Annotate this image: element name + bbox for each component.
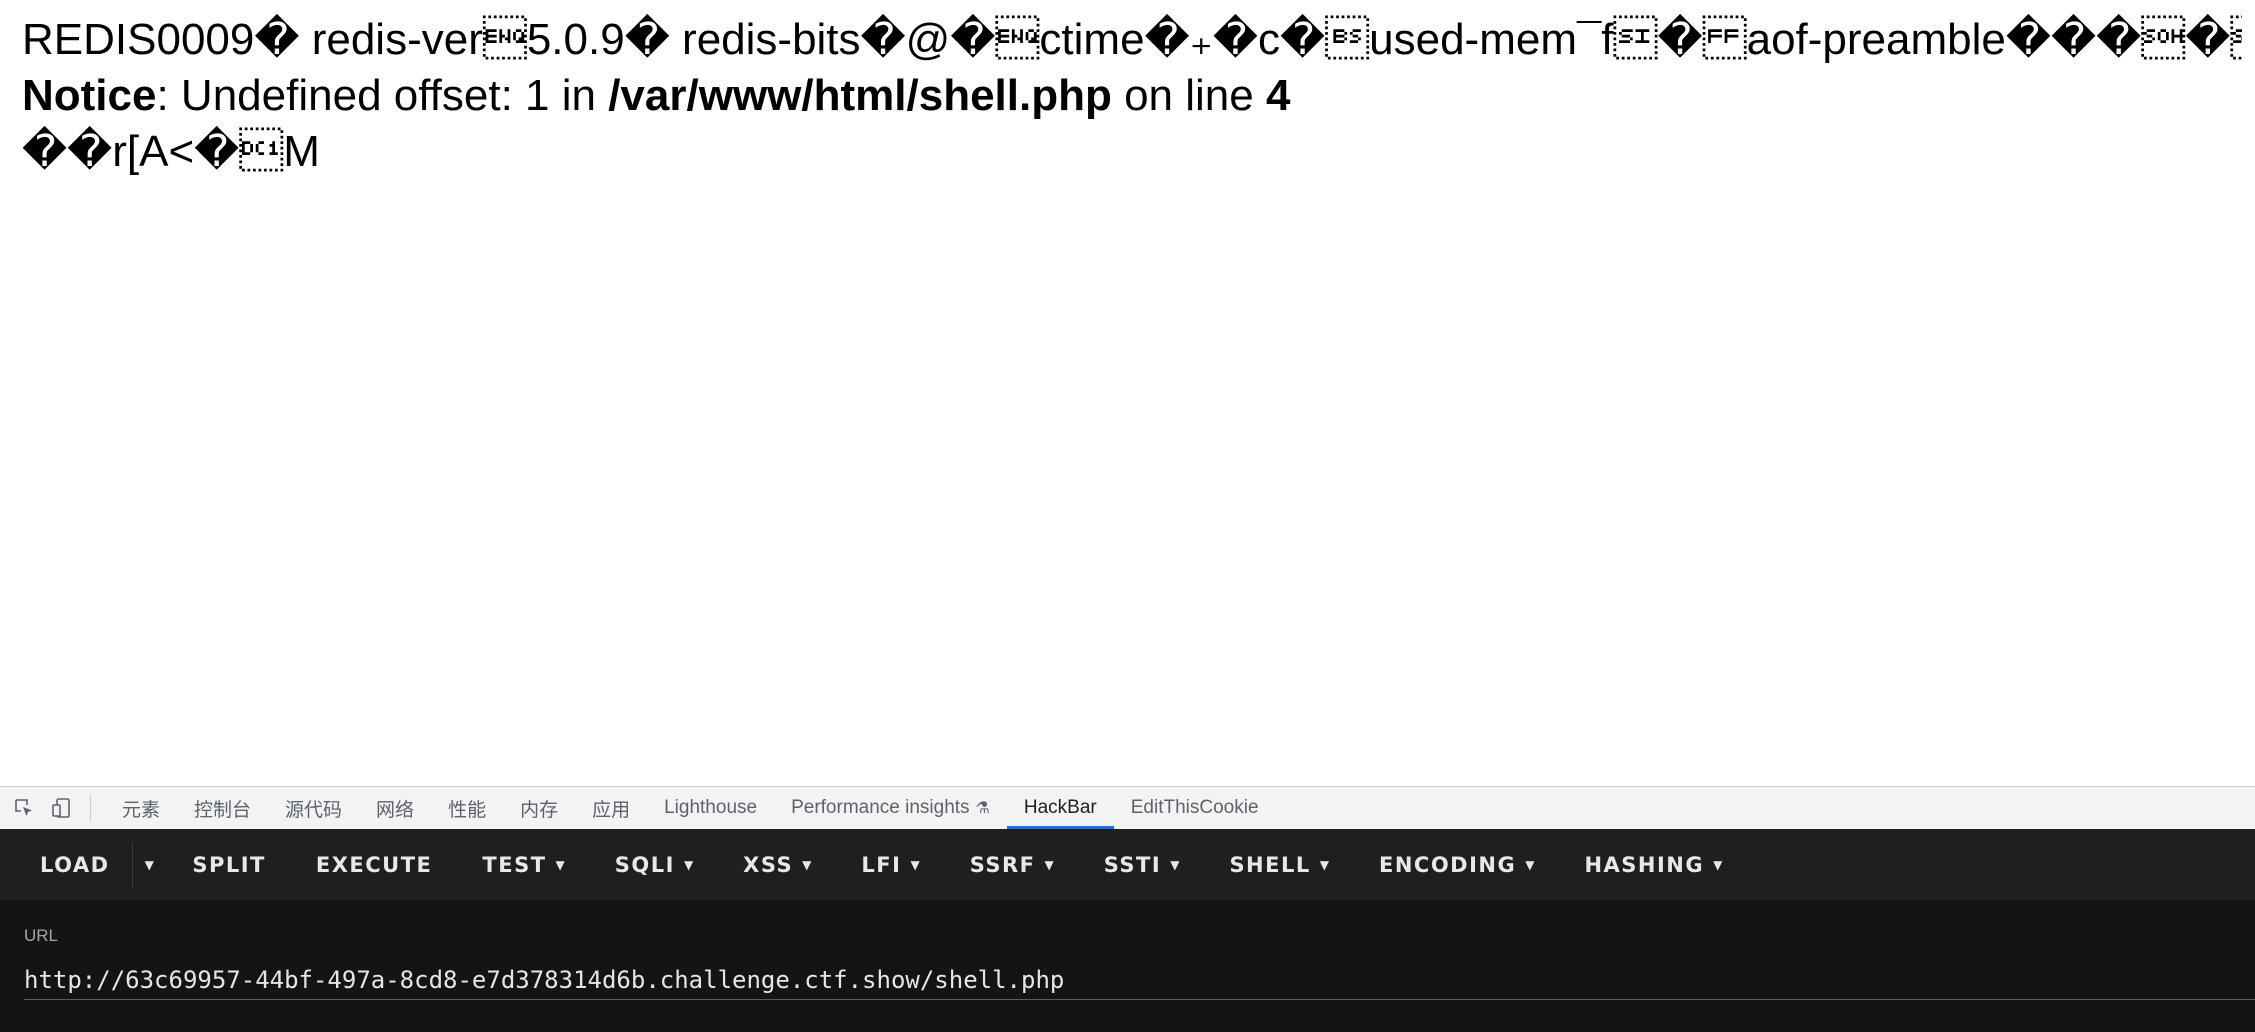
shell-menu-label: SHELL [1229,852,1311,877]
chevron-down-icon: ▼ [683,857,694,872]
shell-menu-button[interactable]: SHELL ▼ [1204,829,1354,900]
chevron-down-icon: ▼ [1525,857,1535,872]
chevron-down-icon: ▼ [1713,857,1723,872]
device-toolbar-icon[interactable] [48,794,76,822]
chevron-down-icon: ▼ [802,857,812,872]
encoding-menu-label: ENCODING [1378,852,1517,877]
hackbar-url-panel: URL [0,900,2255,1032]
notice-on-line: on line [1111,71,1266,120]
notice-label: Notice [22,71,157,120]
xss-menu-button[interactable]: XSS ▼ [718,829,836,900]
ssti-menu-label: SSTI [1103,852,1162,877]
tab-application[interactable]: 应用 [592,799,631,821]
redis-dump-line: REDIS0009� redis-ver5.0.9� redis-bits�@… [22,15,2242,64]
notice-file-path: /var/www/html/shell.php [608,71,1112,120]
chevron-down-icon: ▼ [555,857,565,872]
page-content: REDIS0009� redis-ver5.0.9� redis-bits�@… [22,12,2242,180]
sqli-menu-label: SQLI [614,852,675,877]
load-button[interactable]: LOAD [40,852,110,877]
tab-performance-insights[interactable]: Performance insights ⚗ [774,787,1007,829]
tab-performance-insights-label: Performance insights [791,797,970,818]
xss-menu-label: XSS [743,852,794,877]
hashing-menu-label: HASHING [1584,852,1705,877]
tab-hackbar[interactable]: HackBar [1006,787,1114,829]
ssti-menu-button[interactable]: SSTI ▼ [1079,829,1205,900]
hackbar-toolbar: LOAD ▼ SPLIT EXECUTE TEST ▼ SQLI ▼ XSS ▼ LF… [0,829,2255,900]
chevron-down-icon: ▼ [1319,857,1329,872]
lfi-menu-button[interactable]: LFI ▼ [836,829,944,900]
load-dropdown-caret-icon[interactable]: ▼ [131,841,168,888]
sqli-menu-button[interactable]: SQLI ▼ [590,829,718,900]
tab-console[interactable]: 控制台 [194,799,252,821]
notice-line-number: 4 [1265,71,1291,120]
test-menu-button[interactable]: TEST ▼ [457,829,589,900]
tab-network[interactable]: 网络 [376,799,415,821]
lfi-menu-label: LFI [861,852,902,877]
tab-lighthouse[interactable]: Lighthouse [664,797,758,818]
test-menu-label: TEST [482,852,547,877]
tab-editthiscookie[interactable]: EditThisCookie [1130,797,1259,818]
chevron-down-icon: ▼ [1044,857,1054,872]
toolbar-divider [90,795,91,821]
tab-sources[interactable]: 源代码 [285,799,343,821]
split-button[interactable]: SPLIT [192,852,266,877]
devtools-tab-bar: 元素 控制台 源代码 网络 性能 内存 应用 Lighthouse Perfor… [0,786,2255,829]
notice-message: : Undefined offset: 1 in [156,71,609,120]
tab-elements[interactable]: 元素 [122,799,161,821]
chevron-down-icon: ▼ [910,857,920,872]
php-notice-line: Notice: Undefined offset: 1 in /var/www/… [22,68,2242,124]
url-input[interactable] [24,960,2255,1000]
flask-icon: ⚗ [975,800,990,817]
tab-memory[interactable]: 内存 [520,799,559,821]
binary-garbage-line: ��r[A<�M [22,127,320,176]
hashing-menu-button[interactable]: HASHING ▼ [1559,829,1747,900]
tab-performance[interactable]: 性能 [448,799,487,821]
execute-button[interactable]: EXECUTE [315,852,433,877]
ssrf-menu-label: SSRF [969,852,1036,877]
chevron-down-icon: ▼ [1170,857,1180,872]
url-label: URL [24,926,59,945]
ssrf-menu-button[interactable]: SSRF ▼ [945,829,1079,900]
inspect-element-icon[interactable] [10,794,38,822]
encoding-menu-button[interactable]: ENCODING ▼ [1354,829,1559,900]
